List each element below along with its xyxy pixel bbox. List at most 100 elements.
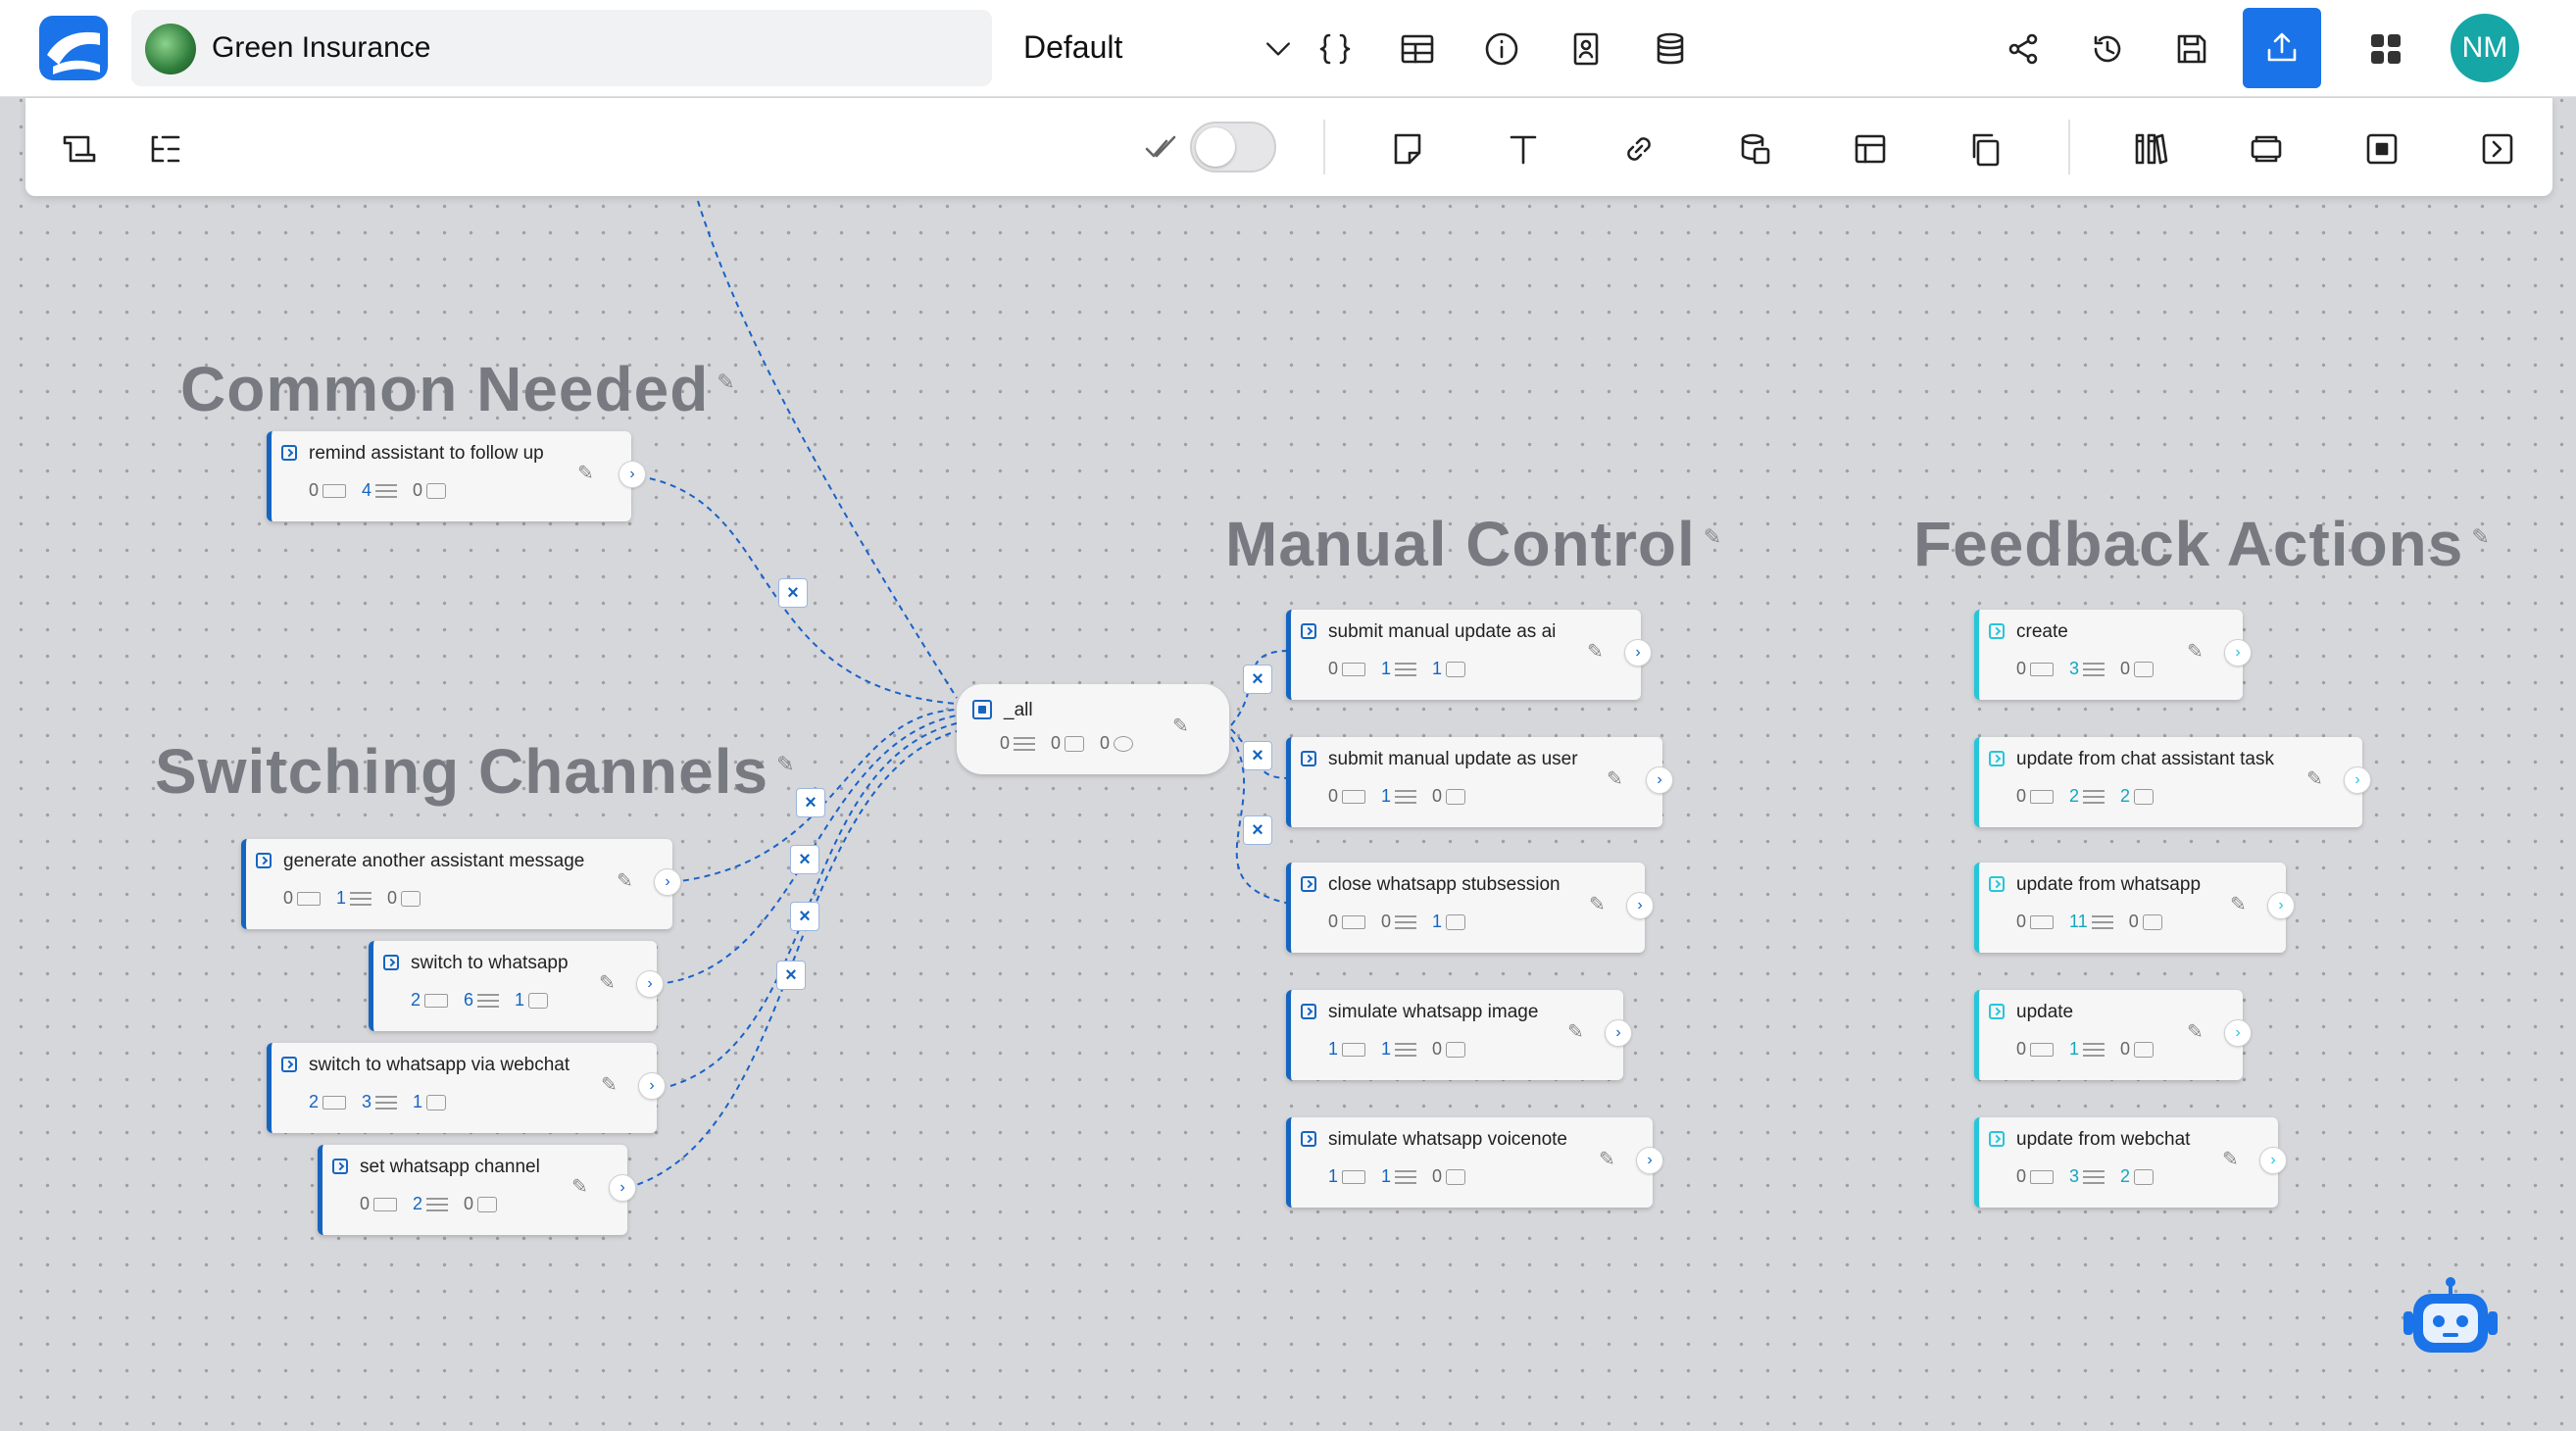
- exit-icon[interactable]: [2476, 127, 2519, 171]
- edit-icon[interactable]: ✎: [1589, 894, 1606, 915]
- block-set-channel[interactable]: set whatsapp channel 0 2 0 ✎ ›: [318, 1145, 636, 1235]
- block-port[interactable]: ›: [636, 970, 664, 998]
- block-port[interactable]: ›: [1624, 639, 1652, 666]
- edit-icon[interactable]: ✎: [1599, 1149, 1615, 1170]
- edit-icon[interactable]: ✎: [2187, 641, 2204, 663]
- remove-link-button[interactable]: ×: [1243, 665, 1272, 694]
- remove-link-button[interactable]: ×: [796, 788, 825, 817]
- edit-icon[interactable]: ✎: [617, 870, 633, 892]
- block-port[interactable]: ›: [638, 1072, 666, 1100]
- note-icon[interactable]: [1386, 127, 1429, 171]
- toggle-knob: [1196, 127, 1235, 167]
- remove-link-button[interactable]: ×: [790, 845, 819, 874]
- block-port[interactable]: ›: [2224, 639, 2252, 666]
- edit-icon[interactable]: ✎: [577, 463, 594, 484]
- component-icon[interactable]: [2245, 127, 2288, 171]
- link-icon[interactable]: [1617, 127, 1660, 171]
- block-port[interactable]: ›: [609, 1174, 636, 1202]
- edit-icon[interactable]: ✎: [601, 1074, 618, 1096]
- block-port[interactable]: ›: [1636, 1147, 1663, 1174]
- edit-icon[interactable]: ✎: [776, 751, 796, 776]
- block-port[interactable]: ›: [619, 461, 646, 488]
- code-braces-icon[interactable]: [1313, 27, 1357, 71]
- block-port[interactable]: ›: [1605, 1019, 1632, 1047]
- block-submit-ai[interactable]: submit manual update as ai 0 1 1 ✎ ›: [1286, 610, 1652, 700]
- block-port[interactable]: ›: [2259, 1147, 2287, 1174]
- outline-icon[interactable]: [143, 127, 186, 171]
- info-icon[interactable]: [1480, 27, 1523, 71]
- id-card-icon[interactable]: [1564, 27, 1608, 71]
- block-update[interactable]: update 0 1 0 ✎ ›: [1974, 990, 2252, 1080]
- block-title: update from whatsapp: [2016, 874, 2202, 895]
- edit-icon[interactable]: ✎: [1567, 1021, 1584, 1043]
- check-all-icon[interactable]: [1141, 129, 1180, 169]
- remove-link-button[interactable]: ×: [790, 902, 819, 931]
- edit-icon[interactable]: ✎: [2230, 894, 2247, 915]
- history-icon[interactable]: [2086, 27, 2129, 71]
- project-selector[interactable]: Green Insurance: [131, 10, 992, 86]
- block-port[interactable]: ›: [2344, 766, 2371, 794]
- edit-icon[interactable]: ✎: [1703, 523, 1723, 549]
- edit-icon[interactable]: ✎: [1607, 768, 1623, 790]
- apps-icon[interactable]: [2364, 27, 2407, 71]
- block-generate[interactable]: generate another assistant message 0 1 0…: [241, 839, 681, 929]
- block-update-whatsapp[interactable]: update from whatsapp 0 11 0 ✎ ›: [1974, 863, 2295, 953]
- edit-icon[interactable]: ✎: [1172, 716, 1189, 737]
- chevron-down-icon[interactable]: [1261, 31, 1296, 67]
- remove-link-button[interactable]: ×: [778, 578, 808, 608]
- start-icon[interactable]: [2360, 127, 2403, 171]
- block-switch-webchat[interactable]: switch to whatsapp via webchat 2 3 1 ✎ ›: [267, 1043, 666, 1133]
- block-close-stubsession[interactable]: close whatsapp stubsession 0 0 1 ✎ ›: [1286, 863, 1654, 953]
- user-avatar[interactable]: NM: [2451, 14, 2519, 82]
- block-submit-user[interactable]: submit manual update as user 0 1 0 ✎ ›: [1286, 737, 1673, 827]
- block-port[interactable]: ›: [1646, 766, 1673, 794]
- block-update-chat[interactable]: update from chat assistant task 0 2 2 ✎ …: [1974, 737, 2371, 827]
- block-create[interactable]: create 0 3 0 ✎ ›: [1974, 610, 2252, 700]
- step-count: 0: [360, 1194, 371, 1213]
- top-bar: Green Insurance Default: [0, 0, 2576, 97]
- remove-link-button[interactable]: ×: [1243, 741, 1272, 770]
- edit-icon[interactable]: ✎: [2187, 1021, 2204, 1043]
- clipboard-icon[interactable]: [1964, 127, 2007, 171]
- block-sim-image[interactable]: simulate whatsapp image 1 1 0 ✎ ›: [1286, 990, 1632, 1080]
- share-icon[interactable]: [2002, 27, 2045, 71]
- edit-icon[interactable]: ✎: [1587, 641, 1604, 663]
- toggle-switch[interactable]: [1190, 122, 1276, 173]
- block-update-webchat[interactable]: update from webchat 0 3 2 ✎ ›: [1974, 1117, 2287, 1208]
- block-all[interactable]: _all 0 0 0 ✎: [957, 684, 1229, 774]
- block-port[interactable]: ›: [654, 868, 681, 896]
- block-port[interactable]: ›: [2267, 892, 2295, 919]
- edit-icon[interactable]: ✎: [2471, 523, 2491, 549]
- edit-icon[interactable]: ✎: [2306, 768, 2323, 790]
- block-port[interactable]: ›: [1626, 892, 1654, 919]
- group-title-common[interactable]: Common Needed✎: [180, 353, 736, 425]
- library-icon[interactable]: [2129, 127, 2172, 171]
- remove-link-button[interactable]: ×: [1243, 815, 1272, 845]
- data-icon[interactable]: [1733, 127, 1776, 171]
- step-icon: [322, 1095, 347, 1110]
- block-remind[interactable]: remind assistant to follow up 0 4 0 ✎ ›: [267, 431, 646, 521]
- export-button[interactable]: [2243, 8, 2321, 88]
- block-sim-voicenote[interactable]: simulate whatsapp voicenote 1 1 0 ✎ ›: [1286, 1117, 1663, 1208]
- edit-icon[interactable]: ✎: [2222, 1149, 2239, 1170]
- block-port[interactable]: ›: [2224, 1019, 2252, 1047]
- table-icon[interactable]: [1396, 27, 1439, 71]
- database-icon[interactable]: [1649, 27, 1692, 71]
- panel-icon[interactable]: [1849, 127, 1892, 171]
- block-switch-whatsapp[interactable]: switch to whatsapp 2 6 1 ✎ ›: [369, 941, 664, 1031]
- block-stats: 0 3 0: [2016, 659, 2155, 679]
- group-title-switching[interactable]: Switching Channels✎: [155, 735, 796, 808]
- text-icon[interactable]: [1502, 127, 1545, 171]
- app-logo[interactable]: [39, 16, 108, 80]
- assistant-bot-icon[interactable]: [2400, 1276, 2502, 1357]
- edit-icon[interactable]: ✎: [571, 1176, 588, 1198]
- edit-icon[interactable]: ✎: [599, 972, 616, 994]
- edit-icon[interactable]: ✎: [717, 369, 736, 394]
- remove-link-button[interactable]: ×: [776, 961, 806, 990]
- group-title-manual[interactable]: Manual Control✎: [1225, 508, 1722, 580]
- save-icon[interactable]: [2170, 27, 2213, 71]
- group-title-feedback[interactable]: Feedback Actions✎: [1913, 508, 2491, 580]
- variant-selector[interactable]: Default: [1023, 29, 1123, 65]
- flows-icon[interactable]: [57, 127, 100, 171]
